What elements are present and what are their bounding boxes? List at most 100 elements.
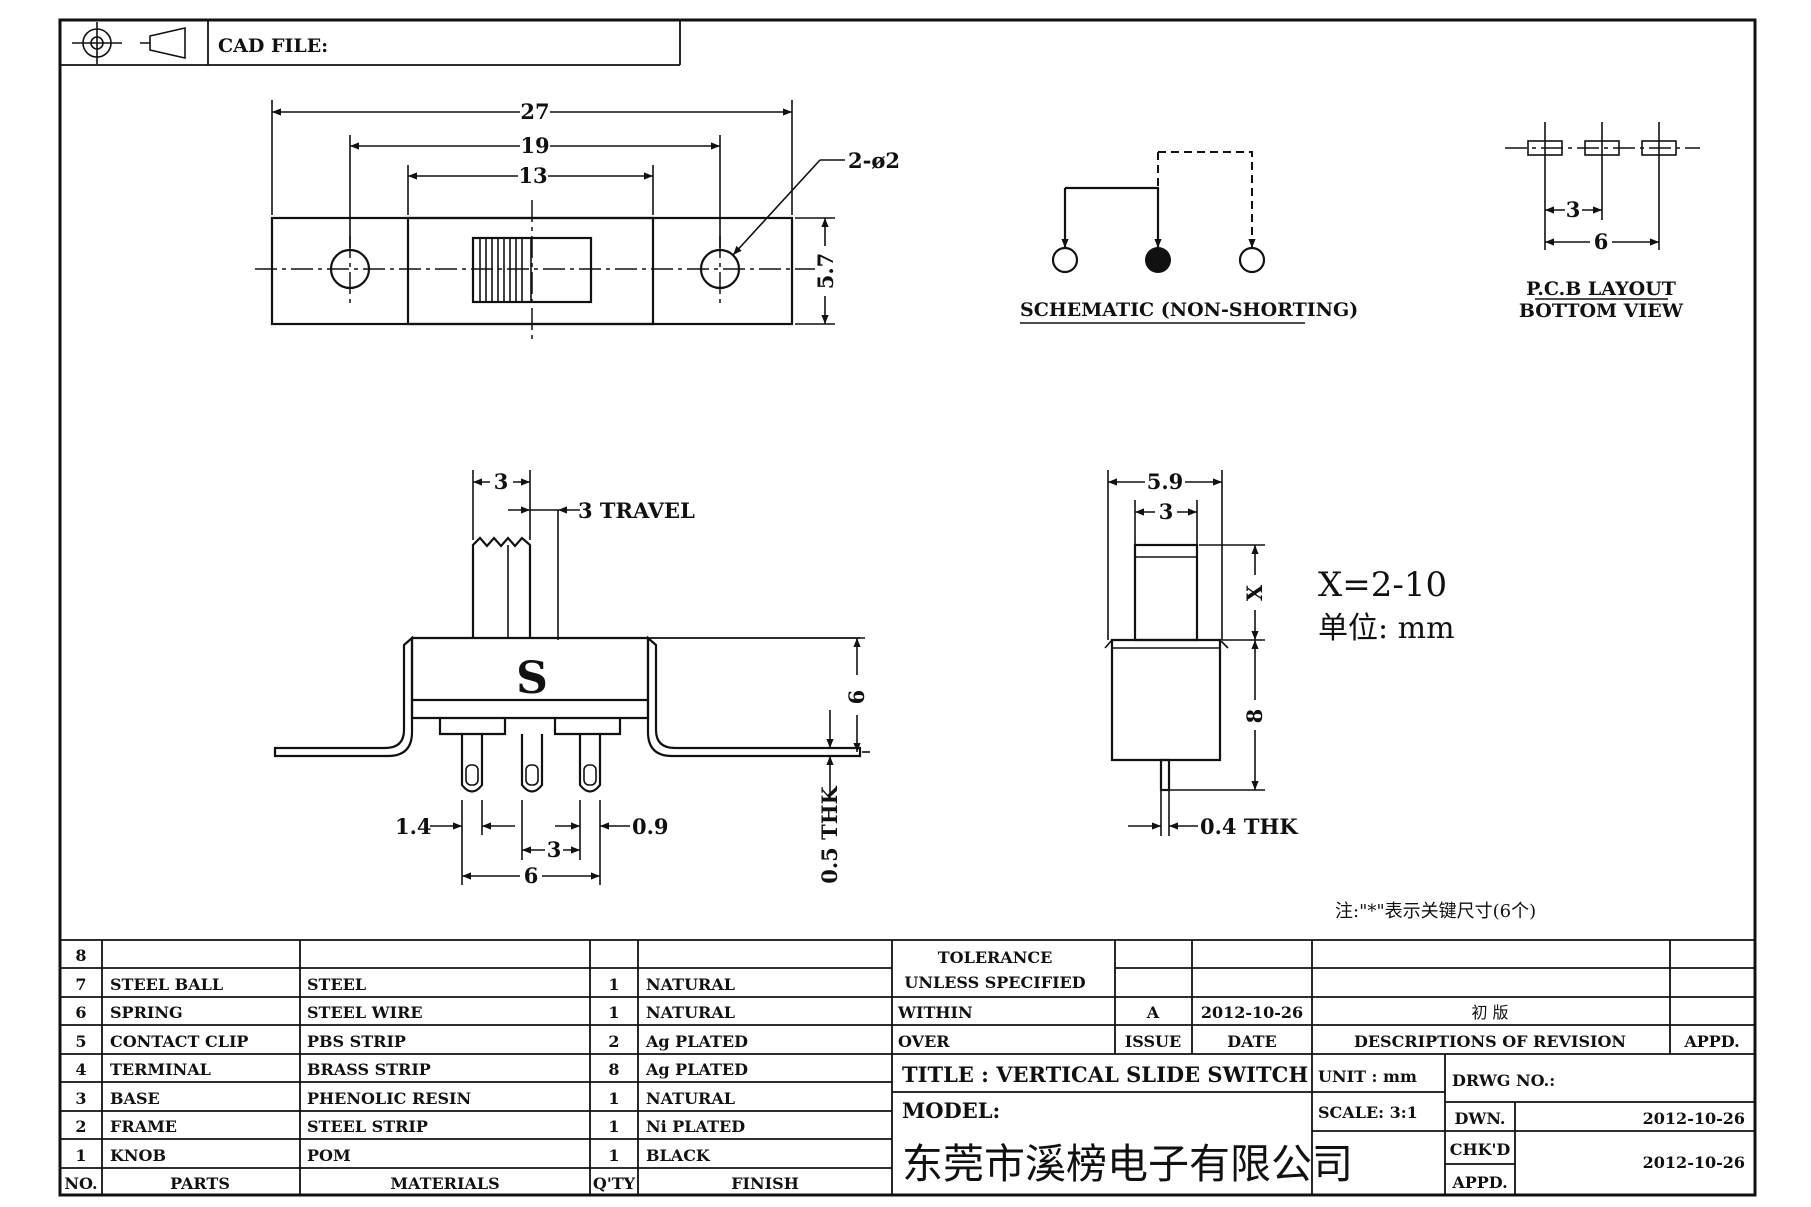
x-range-note: X=2-10 xyxy=(1318,565,1447,605)
svg-text:BLACK: BLACK xyxy=(646,1146,711,1165)
chkd-label: CHK'D xyxy=(1450,1140,1511,1159)
drwg-no-label: DRWG NO.: xyxy=(1452,1071,1555,1090)
svg-text:NATURAL: NATURAL xyxy=(646,1003,735,1022)
svg-text:Ag PLATED: Ag PLATED xyxy=(645,1060,748,1079)
dim-hole-spacing: 19 xyxy=(520,133,549,158)
svg-text:1: 1 xyxy=(608,1146,619,1165)
dim-knob-width: 3 xyxy=(494,469,509,494)
bom-row: 5 CONTACT CLIP PBS STRIP 2 Ag PLATED xyxy=(75,1032,748,1051)
cad-file-label: CAD FILE: xyxy=(218,35,328,57)
desc-label: DESCRIPTIONS OF REVISION xyxy=(1354,1032,1626,1051)
svg-text:STEEL STRIP: STEEL STRIP xyxy=(307,1117,428,1136)
dim-pin-gap: 0.9 xyxy=(632,814,669,839)
svg-text:1: 1 xyxy=(608,975,619,994)
bom-row: 1 KNOB POM 1 BLACK xyxy=(75,1146,710,1165)
svg-text:7: 7 xyxy=(75,975,86,994)
svg-text:PARTS: PARTS xyxy=(170,1174,230,1193)
svg-text:PBS STRIP: PBS STRIP xyxy=(307,1032,406,1051)
issue-label: ISSUE xyxy=(1125,1032,1181,1051)
svg-text:SPRING: SPRING xyxy=(110,1003,183,1022)
svg-text:STEEL: STEEL xyxy=(307,975,366,994)
svg-text:PHENOLIC RESIN: PHENOLIC RESIN xyxy=(307,1089,471,1108)
appd2-label: APPD. xyxy=(1451,1173,1507,1192)
dim-pin-span: 6 xyxy=(524,863,539,888)
svg-text:MATERIALS: MATERIALS xyxy=(390,1174,499,1193)
svg-text:1: 1 xyxy=(608,1117,619,1136)
dim-pin-pitch: 3 xyxy=(547,837,562,862)
bom-row: 8 xyxy=(75,946,86,965)
dim-pin-width: 1.4 xyxy=(395,814,432,839)
model-label: MODEL: xyxy=(902,1098,1000,1123)
pcb-dim-pitch: 3 xyxy=(1566,197,1581,222)
svg-text:1: 1 xyxy=(608,1089,619,1108)
svg-text:BRASS STRIP: BRASS STRIP xyxy=(307,1060,431,1079)
svg-text:2: 2 xyxy=(608,1032,619,1051)
svg-text:BASE: BASE xyxy=(110,1089,160,1108)
dwn-date: 2012-10-26 xyxy=(1643,1109,1745,1128)
company-name: 东莞市溪榜电子有限公司 xyxy=(902,1140,1353,1188)
unit-field: UNIT : mm xyxy=(1318,1067,1417,1086)
dim-body-length: 13 xyxy=(518,163,547,188)
svg-text:TERMINAL: TERMINAL xyxy=(110,1060,211,1079)
tolerance-label: TOLERANCE xyxy=(938,948,1053,967)
bom-row: 4 TERMINAL BRASS STRIP 8 Ag PLATED xyxy=(75,1060,748,1079)
front-view: S 3 3 TRAVEL 6 0.5 THK xyxy=(273,469,870,888)
pcb-sublabel: BOTTOM VIEW xyxy=(1519,300,1684,322)
drawing-frame xyxy=(58,18,1757,1197)
switch-s-mark: S xyxy=(516,653,548,704)
revision-desc: 初 版 xyxy=(1471,1003,1508,1022)
svg-text:6: 6 xyxy=(75,1003,86,1022)
svg-text:5: 5 xyxy=(75,1032,86,1051)
pcb-dim-span: 6 xyxy=(1594,229,1609,254)
svg-text:KNOB: KNOB xyxy=(110,1146,166,1165)
svg-text:4: 4 xyxy=(75,1060,86,1079)
bom-row: 7 STEEL BALL STEEL 1 NATURAL xyxy=(75,975,735,994)
unit-note: 单位: mm xyxy=(1318,611,1455,646)
scale-field: SCALE: 3:1 xyxy=(1318,1103,1418,1122)
svg-text:3: 3 xyxy=(75,1089,86,1108)
svg-text:NATURAL: NATURAL xyxy=(646,975,735,994)
svg-text:Q'TY: Q'TY xyxy=(593,1174,636,1193)
svg-text:1: 1 xyxy=(608,1003,619,1022)
hole-note: 2-ø2 xyxy=(848,148,900,173)
title-block: TOLERANCE UNLESS SPECIFIED WITHIN OVER A… xyxy=(892,940,1755,1195)
key-dimension-note: 注:"*"表示关键尺寸(6个) xyxy=(1335,901,1536,922)
issue-date: 2012-10-26 xyxy=(1201,1003,1303,1022)
svg-text:NATURAL: NATURAL xyxy=(646,1089,735,1108)
terminal-left xyxy=(1051,246,1079,274)
bom-row: 2 FRAME STEEL STRIP 1 Ni PLATED xyxy=(75,1117,745,1136)
svg-text:FINISH: FINISH xyxy=(731,1174,799,1193)
svg-text:FRAME: FRAME xyxy=(110,1117,177,1136)
third-angle-projection-icon xyxy=(72,22,186,64)
dim-side-width: 5.9 xyxy=(1147,469,1184,494)
svg-text:1: 1 xyxy=(75,1146,86,1165)
svg-text:Ag PLATED: Ag PLATED xyxy=(645,1032,748,1051)
dim-body-height: 6 xyxy=(844,690,869,705)
issue-value: A xyxy=(1146,1003,1160,1022)
knob-grip xyxy=(479,238,523,302)
appd-label: APPD. xyxy=(1683,1032,1739,1051)
dim-travel: 3 TRAVEL xyxy=(578,498,695,523)
drawing-title: TITLE : VERTICAL SLIDE SWITCH xyxy=(902,1062,1308,1087)
svg-text:STEEL BALL: STEEL BALL xyxy=(110,975,223,994)
svg-text:NO.: NO. xyxy=(64,1174,97,1193)
header-box: CAD FILE: xyxy=(60,20,681,66)
svg-text:8: 8 xyxy=(608,1060,619,1079)
side-view: 5.9 3 X 8 0.4 THK xyxy=(1104,469,1298,839)
schematic-label: SCHEMATIC (NON-SHORTING) xyxy=(1020,299,1358,321)
bom-row: 3 BASE PHENOLIC RESIN 1 NATURAL xyxy=(75,1089,735,1108)
date-label: DATE xyxy=(1227,1032,1277,1051)
pcb-label: P.C.B LAYOUT xyxy=(1526,278,1676,300)
svg-text:STEEL WIRE: STEEL WIRE xyxy=(307,1003,423,1022)
over-label: OVER xyxy=(898,1032,950,1051)
dim-frame-thk: 0.5 THK xyxy=(817,785,842,883)
dim-side-knob: 3 xyxy=(1159,499,1174,524)
svg-text:Ni PLATED: Ni PLATED xyxy=(646,1117,745,1136)
dim-width: 5.7 xyxy=(813,253,838,290)
svg-text:POM: POM xyxy=(307,1146,351,1165)
bom-header-row: NO. PARTS MATERIALS Q'TY FINISH xyxy=(64,1174,798,1193)
dim-side-thk: 0.4 THK xyxy=(1200,814,1298,839)
tolerance-sub: UNLESS SPECIFIED xyxy=(904,973,1085,992)
terminal-right xyxy=(1238,246,1266,274)
